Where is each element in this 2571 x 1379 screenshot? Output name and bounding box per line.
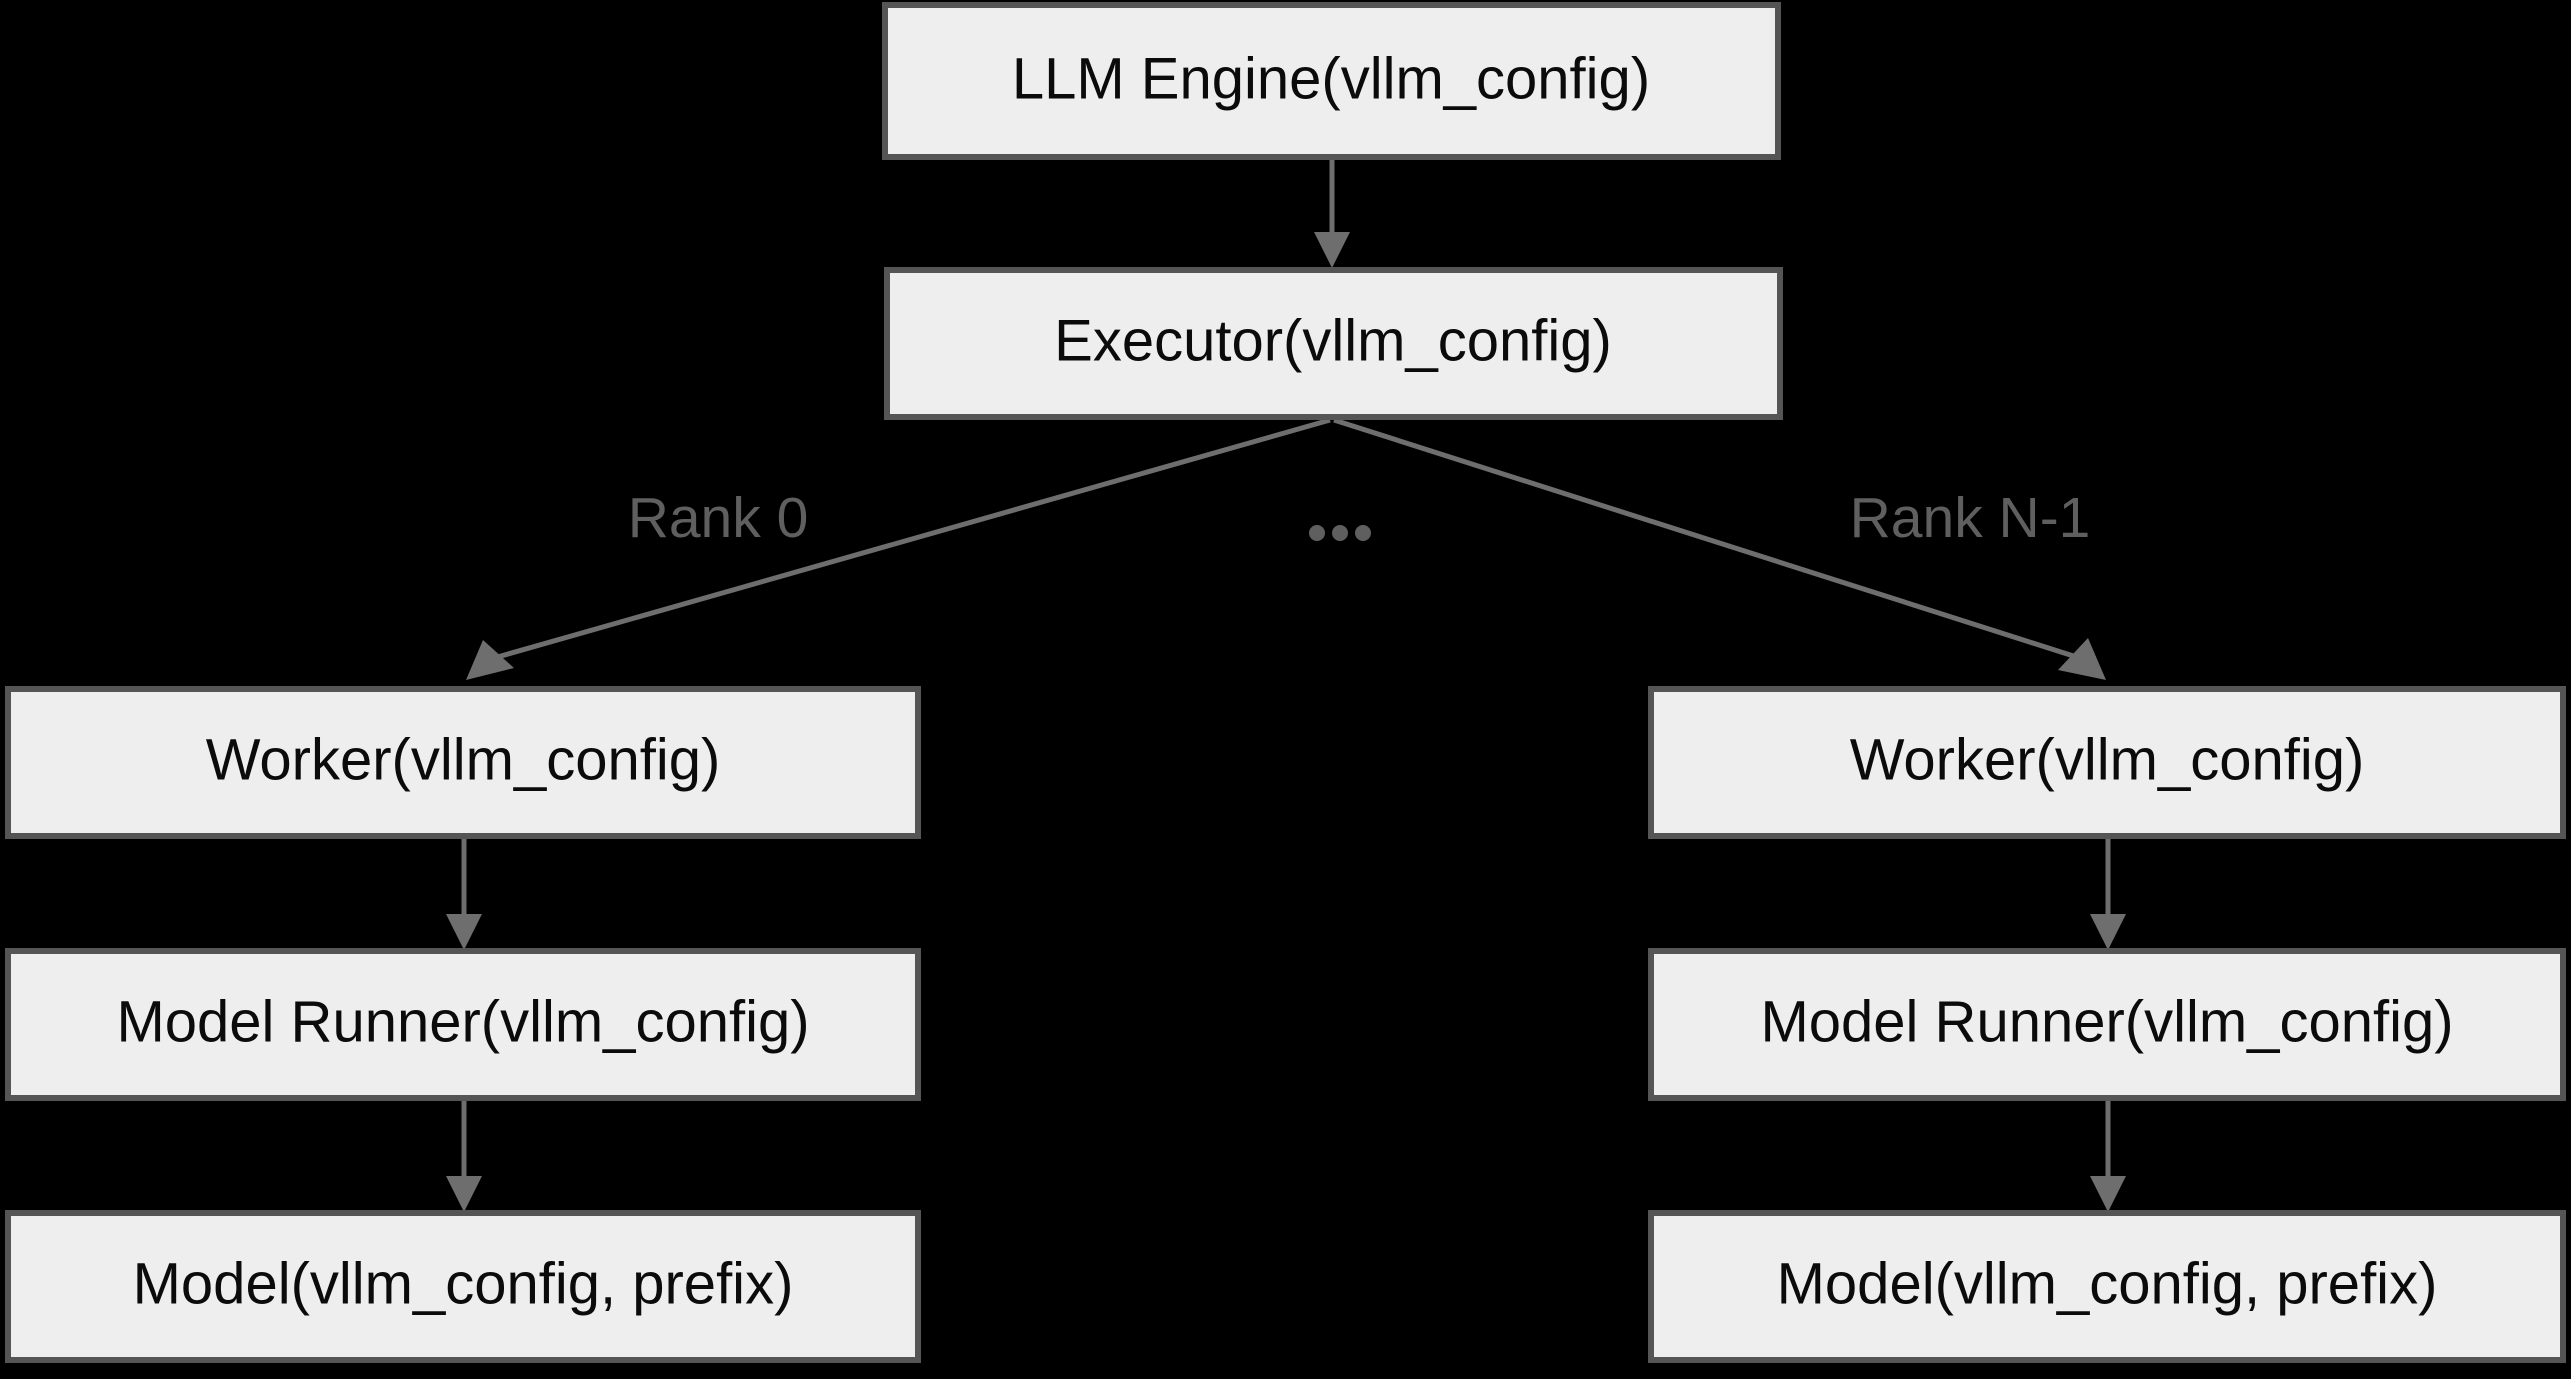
edge-worker-rankn-to-model-runner-rankn [2090, 838, 2126, 950]
edge-label-rank-first: Rank 0 [628, 486, 809, 550]
edge-llm-engine-to-executor [1314, 160, 1350, 268]
node-model-rankn-label: Model(vllm_config, prefix) [1777, 1251, 2438, 1316]
edge-executor-to-worker-rank0 [466, 417, 1331, 680]
edge-worker-rank0-to-model-runner-rank0 [446, 838, 482, 950]
node-executor[interactable]: Executor(vllm_config) [884, 267, 1783, 420]
node-executor-label: Executor(vllm_config) [1054, 308, 1612, 373]
node-llm-engine-label: LLM Engine(vllm_config) [1012, 46, 1650, 111]
node-model-rank0[interactable]: Model(vllm_config, prefix) [5, 1210, 921, 1363]
node-model-rankn[interactable]: Model(vllm_config, prefix) [1648, 1210, 2566, 1363]
edge-model-runner-rank0-to-model-rank0 [446, 1100, 482, 1212]
node-worker-rank0[interactable]: Worker(vllm_config) [5, 686, 921, 839]
node-worker-rank0-label: Worker(vllm_config) [206, 727, 721, 792]
node-worker-rankn-label: Worker(vllm_config) [1850, 727, 2365, 792]
node-llm-engine[interactable]: LLM Engine(vllm_config) [882, 2, 1781, 160]
node-model-runner-rankn-label: Model Runner(vllm_config) [1760, 989, 2453, 1054]
node-model-runner-rank0-label: Model Runner(vllm_config) [116, 989, 809, 1054]
edge-label-rank-ellipsis-icon [1309, 525, 1371, 541]
edge-executor-to-worker-rankn [1333, 417, 2106, 680]
edge-label-rank-last: Rank N-1 [1850, 486, 2091, 550]
edge-model-runner-rankn-to-model-rankn [2090, 1100, 2126, 1212]
node-worker-rankn[interactable]: Worker(vllm_config) [1648, 686, 2566, 839]
node-model-runner-rank0[interactable]: Model Runner(vllm_config) [5, 948, 921, 1101]
node-model-rank0-label: Model(vllm_config, prefix) [133, 1251, 794, 1316]
node-model-runner-rankn[interactable]: Model Runner(vllm_config) [1648, 948, 2566, 1101]
